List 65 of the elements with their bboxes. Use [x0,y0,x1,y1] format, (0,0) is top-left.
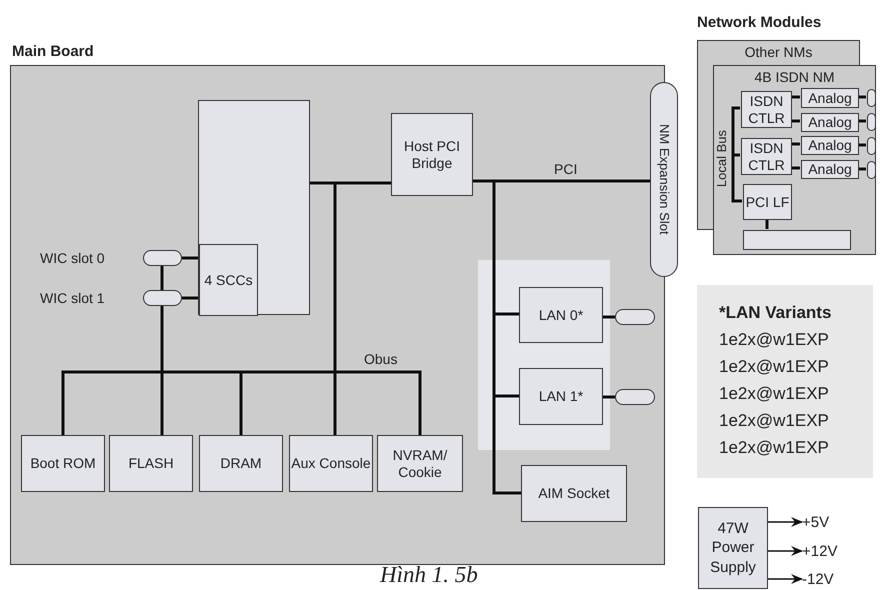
connector-line [791,142,800,146]
wic-slot-connector: WIC slot 0 [40,250,182,266]
variant-text: 1e2x@w1EXP [719,437,830,459]
lan-box: LAN 0* [519,287,603,343]
controller-box: ISDN CTLR [741,91,792,128]
expansion-slot: NM Expansion Slot [650,82,678,277]
connector-line [858,168,866,170]
port-connector [615,309,655,325]
voltage-label: +12V [802,543,842,560]
component-box: Aux Console [289,435,373,492]
component-box: Boot ROM [21,435,105,492]
connector-line [858,144,866,146]
figure-caption: Hình 1. 5b [380,562,478,588]
edge-label: PCI [552,162,580,178]
connector-line [858,96,866,98]
connector-line [182,256,198,260]
connector-line [791,120,800,122]
socket-box: AIM Socket [521,465,627,522]
analog-box: Analog [801,88,859,108]
arrow [768,574,803,584]
arrow [768,517,803,527]
connector-line [310,182,422,435]
variant-text: 1e2x@w1EXP [719,329,830,351]
analog-box: Analog [801,113,859,132]
connector-line [732,154,742,202]
connector-line [603,396,615,398]
connector-line [791,166,800,170]
scc-box: 4 SCCs [199,244,258,316]
analog-box: Analog [801,136,859,155]
voltage-label: -12V [802,571,842,588]
module-card [713,65,876,255]
bridge-box: Host PCI Bridge [391,113,473,196]
connector-line [766,219,768,229]
voltage-label: +5V [802,514,842,531]
connector-line [160,266,164,290]
connector-bar [743,230,851,250]
port-connector [615,389,655,405]
port-connector [867,161,876,179]
variant-text: 1e2x@w1EXP [719,383,830,405]
port-connector [867,89,876,107]
board-heading: Main Board [12,43,94,60]
wic-slot-connector: WIC slot 1 [40,290,182,306]
connector-line [858,120,866,122]
arrow [768,546,803,556]
component-box: DRAM [199,435,283,492]
panel-heading: *LAN Variants [719,302,832,324]
interface-box: PCI LF [743,184,792,220]
module-card: Other NMs [697,40,860,65]
variant-text: 1e2x@w1EXP [719,410,830,432]
component-box: NVRAM/ Cookie [377,435,463,492]
card-title: 4B ISDN NM [753,69,836,85]
variant-text: 1e2x@w1EXP [719,356,830,378]
connector-line [791,96,800,98]
port-connector [867,137,876,155]
analog-box: Analog [801,160,859,179]
power-supply-box: 47W Power Supply [698,507,768,589]
connector-line [603,316,615,318]
controller-box: ISDN CTLR [741,138,792,175]
processor-box [198,100,310,315]
edge-label: Obus [362,352,400,368]
component-box: FLASH [109,435,193,492]
port-connector [867,113,876,131]
section-heading: Network Modules [697,14,822,31]
lan-box: LAN 1* [519,368,603,425]
connector-line [182,296,198,300]
